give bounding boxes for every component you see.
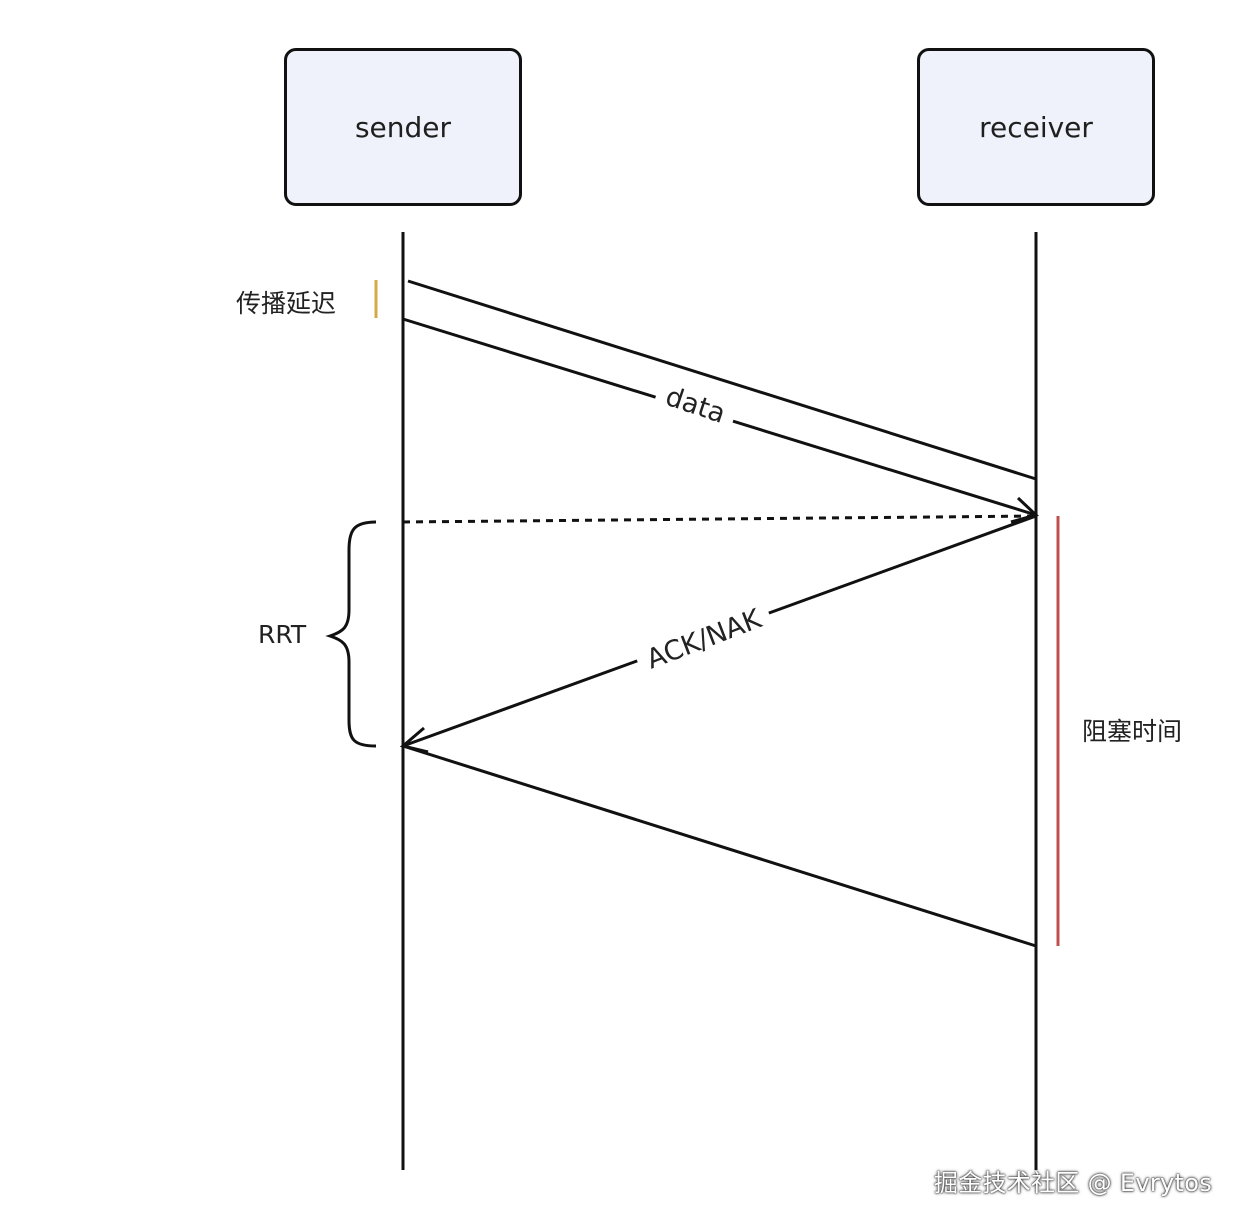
data-leading-edge: [407, 279, 1037, 481]
propagation-delay-label: 传播延迟: [236, 289, 337, 318]
blocking-time-label: 阻塞时间: [1082, 717, 1183, 746]
sender-label: sender: [354, 110, 452, 144]
rrt-label: RRT: [258, 620, 307, 649]
rtt-dashed-line: [402, 514, 1037, 524]
receiver-box: receiver: [917, 48, 1155, 206]
sender-box: sender: [284, 48, 522, 206]
receiver-label: receiver: [979, 110, 1093, 144]
data-arrowhead: [1010, 496, 1039, 524]
watermark: 掘金技术社区 @ Evrytos: [933, 1169, 1212, 1197]
final-return-line: [402, 744, 1037, 948]
rrt-brace: [325, 520, 377, 748]
